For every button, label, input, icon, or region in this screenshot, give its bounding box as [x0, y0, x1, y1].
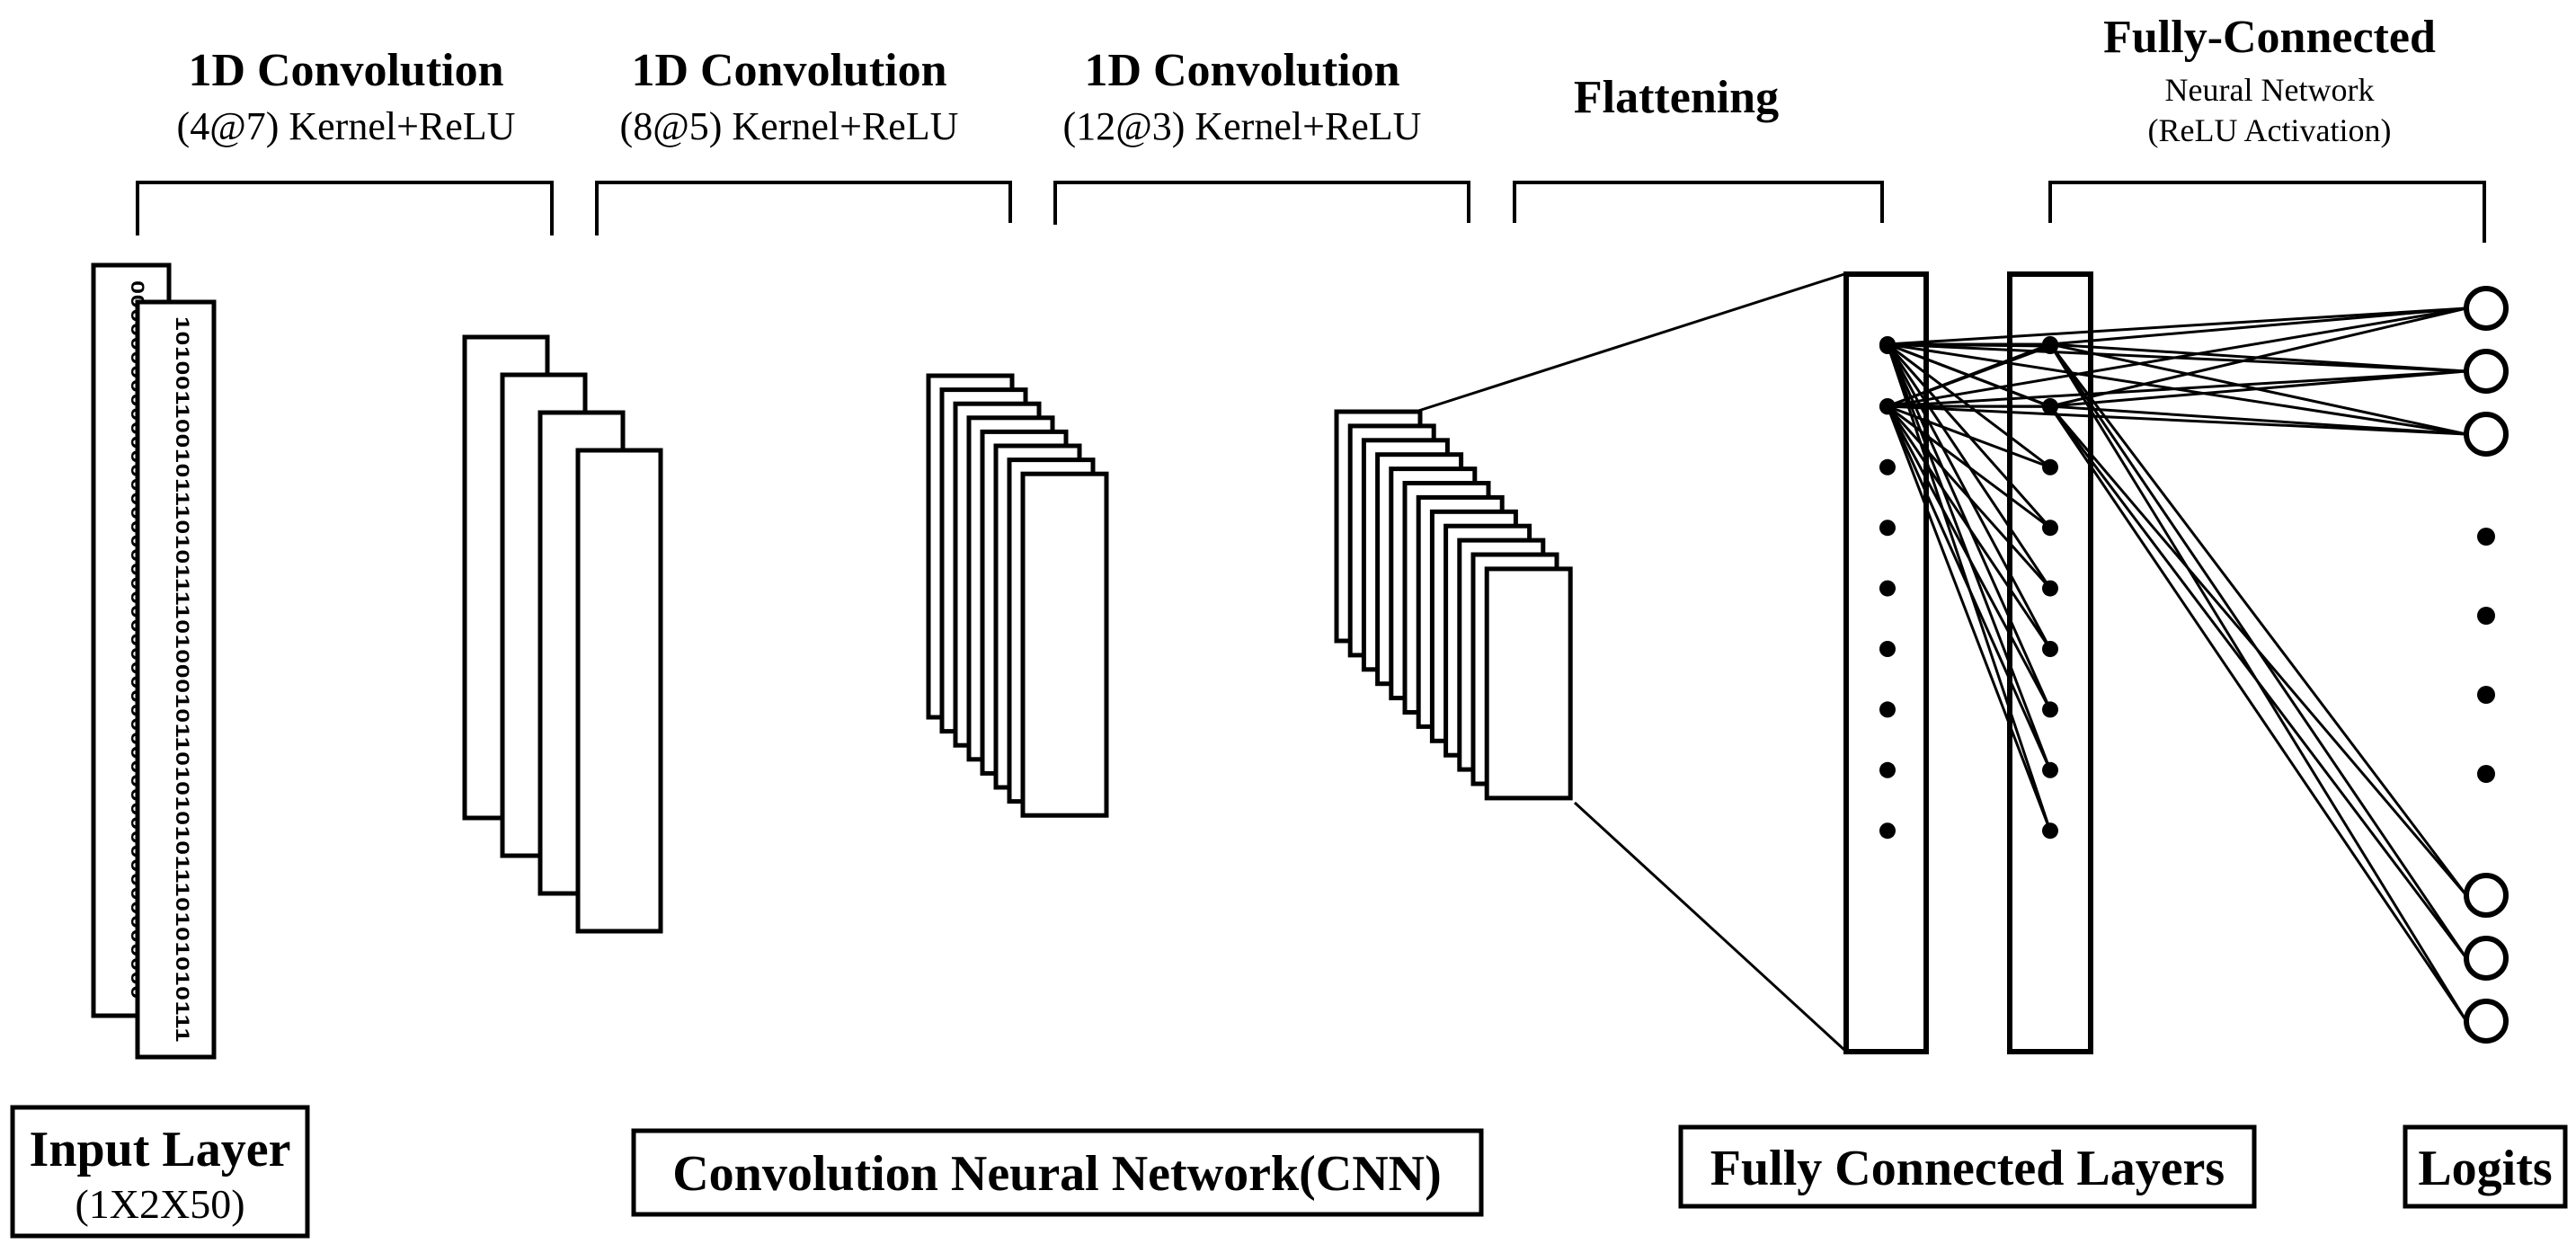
fc-connection — [1887, 404, 2051, 529]
logit-node — [2464, 936, 2509, 981]
conv1-map — [575, 448, 663, 934]
conv2-bracket — [595, 181, 1012, 235]
fc-connection — [2048, 343, 2468, 896]
conv3-bracket — [1053, 181, 1470, 225]
fc-node — [2042, 822, 2058, 840]
logits-label-box — [2403, 1124, 2568, 1209]
fc-node — [2042, 761, 2058, 778]
logit-node — [2464, 349, 2509, 394]
logit-ellipsis-dot — [2477, 765, 2495, 783]
input-layer-box — [10, 1105, 310, 1239]
cnn-label: Convolution Neural Network(CNN) — [672, 1146, 1442, 1202]
cnn-label-box — [631, 1128, 1484, 1217]
fc-connection — [1886, 405, 2052, 771]
fc-header-line2: Neural Network — [2165, 72, 2375, 108]
flatten-line-bottom — [1573, 801, 1846, 1052]
fc-connection — [1886, 405, 2052, 711]
logit-ellipsis-dot — [2477, 607, 2495, 625]
logit-nodes — [2464, 286, 2509, 1044]
conv3-header-title: 1D Convolution — [1084, 45, 1399, 96]
fc-node — [2042, 398, 2058, 415]
flatten-node — [1879, 822, 1896, 840]
conv3-map — [1484, 566, 1573, 801]
fc-connection — [2048, 405, 2468, 959]
flattening-header-title: Flattening — [1574, 72, 1779, 123]
fc-node — [2042, 520, 2058, 537]
fc-connection — [1886, 405, 2052, 650]
fc-node — [2042, 458, 2058, 475]
flatten-node — [1879, 701, 1896, 718]
logit-ellipsis-dot — [2477, 686, 2495, 704]
fc-connection — [2049, 404, 2467, 436]
fc-bracket — [2048, 181, 2486, 243]
conv3-header-subtitle: (12@3) Kernel+ReLU — [1063, 104, 1422, 148]
fc-connection — [1887, 307, 2467, 346]
fc-connections — [1886, 307, 2468, 1022]
fc-connection — [2049, 307, 2467, 408]
conv1-feature-maps — [462, 334, 663, 934]
fc-connection — [1887, 404, 2051, 469]
conv3-feature-maps — [1334, 409, 1573, 801]
flatten-column — [1843, 271, 1929, 1054]
fc-connection — [1886, 405, 2052, 831]
fc-connection — [2049, 307, 2467, 346]
fc-connection — [1887, 307, 2467, 408]
conv1-header-subtitle: (4@7) Kernel+ReLU — [177, 104, 516, 148]
fc-node — [2042, 641, 2058, 657]
logits-label: Logits — [2418, 1141, 2552, 1196]
flatten-node — [1879, 520, 1896, 537]
fc-connection — [2048, 405, 2468, 1022]
fc-connection — [1887, 369, 2467, 408]
flatten-node — [1879, 761, 1896, 778]
conv2-feature-maps — [926, 373, 1109, 818]
flatten-node — [1879, 338, 1896, 354]
header-brackets — [136, 181, 2486, 243]
conv1-bracket — [136, 181, 554, 235]
flattening-bracket — [1513, 181, 1884, 223]
input-layer-shape: (1X2X50) — [75, 1181, 244, 1227]
flatten-node — [1879, 398, 1896, 415]
fc-connection — [2048, 405, 2468, 896]
input-strip-front — [135, 299, 217, 1060]
fc-header-title: Fully-Connected — [2103, 12, 2436, 63]
flatten-line-top — [1415, 272, 1845, 413]
flatten-node — [1879, 580, 1896, 597]
logit-node — [2464, 873, 2509, 918]
input-bits-front: 1010011001011101011110100010110101010111… — [172, 316, 192, 1043]
conv2-header-subtitle: (8@5) Kernel+ReLU — [620, 104, 959, 148]
flatten-node — [1879, 458, 1896, 475]
logit-node — [2464, 286, 2509, 331]
fc-connection — [1886, 405, 2052, 590]
fc-connection — [2049, 369, 2467, 408]
logit-ellipsis-dot — [2477, 528, 2495, 546]
fc-nodes — [1879, 336, 2058, 840]
fc-node — [2042, 701, 2058, 718]
fc-header-line3: (ReLU Activation) — [2148, 112, 2392, 148]
fc-connection — [1887, 404, 2467, 436]
conv2-map — [1020, 471, 1109, 818]
fc-connection — [1887, 344, 2051, 408]
fc-layers-label: Fully Connected Layers — [1710, 1141, 2225, 1196]
conv1-header-title: 1D Convolution — [188, 45, 503, 96]
logit-node — [2464, 412, 2509, 457]
logit-node — [2464, 999, 2509, 1044]
fc-node — [2042, 580, 2058, 597]
fc-label-box — [1678, 1124, 2257, 1209]
input-layer-title: Input Layer — [30, 1122, 291, 1177]
fc-node — [2042, 338, 2058, 354]
flatten-node — [1879, 641, 1896, 657]
conv2-header-title: 1D Convolution — [631, 45, 946, 96]
